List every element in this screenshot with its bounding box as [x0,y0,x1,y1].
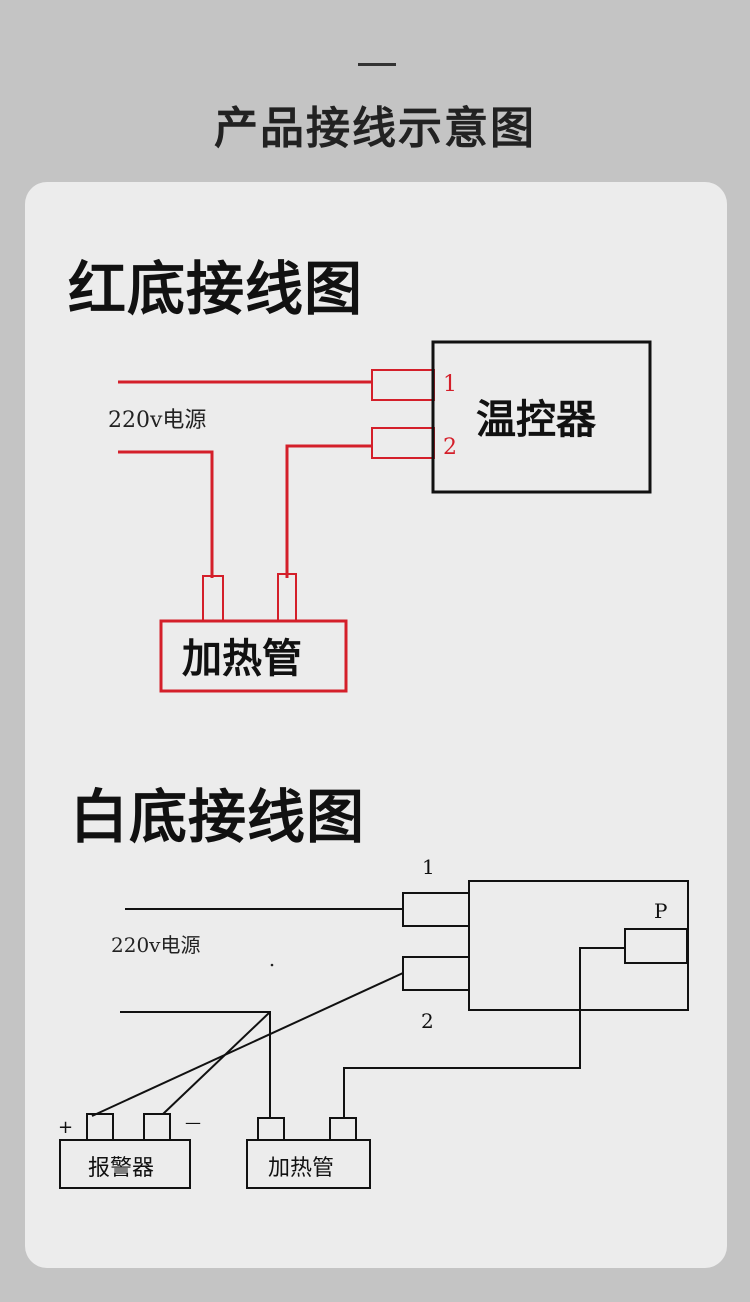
red-heater-label: 加热管 [182,636,302,682]
white-heater-label: 加热管 [268,1156,334,1181]
white-alarm-label: 报警器 [88,1156,154,1181]
white-terminal-2-connector [402,956,470,991]
white-alarm-minus-label: — [185,1113,201,1132]
red-heater-connector-right [277,573,297,622]
red-heater-wire [285,444,372,578]
red-wiring-diagram [118,369,435,693]
red-terminal-2-connector [371,427,435,459]
red-terminal-1-label: 1 [443,372,457,397]
red-diagram-title: 红底接线图 [68,255,364,323]
red-terminal-1-connector [371,369,435,401]
white-terminal-1-connector [402,892,470,927]
white-terminal-1-label: 1 [422,855,435,879]
white-heater-p-wire [343,947,625,1118]
white-alarm-minus-wire [162,1011,271,1115]
white-alarm-plus-label: + [58,1117,73,1138]
red-power-wire-2 [118,450,214,578]
white-stray-dot [270,963,274,967]
content-card [25,182,727,1268]
white-heater-connector-right [329,1117,357,1141]
page-title: 产品接线示意图 [214,103,536,154]
title-dash [358,63,396,66]
white-heater-box [246,1139,371,1189]
red-controller-box [431,340,652,494]
white-terminal-p-connector [624,928,688,964]
red-controller-label: 温控器 [476,397,597,443]
white-diagram-title: 白底接线图 [70,783,366,851]
red-power-label: 220v电源 [108,408,206,433]
white-alarm-box [59,1139,191,1189]
white-power-label: 220v电源 [111,933,200,957]
white-wiring-diagram [59,880,689,1189]
white-terminal-p-label: P [654,899,667,923]
red-terminal-2-label: 2 [443,435,457,460]
white-power-wire-2 [120,1011,271,1118]
white-terminal-2-label: 2 [421,1009,434,1033]
red-heater-box [159,619,348,693]
white-heater-connector-left [257,1117,285,1141]
white-alarm-plus-wire [91,972,404,1117]
white-alarm-plus-connector [86,1113,114,1141]
red-heater-connector-left [202,575,224,622]
white-alarm-minus-connector [143,1113,171,1141]
